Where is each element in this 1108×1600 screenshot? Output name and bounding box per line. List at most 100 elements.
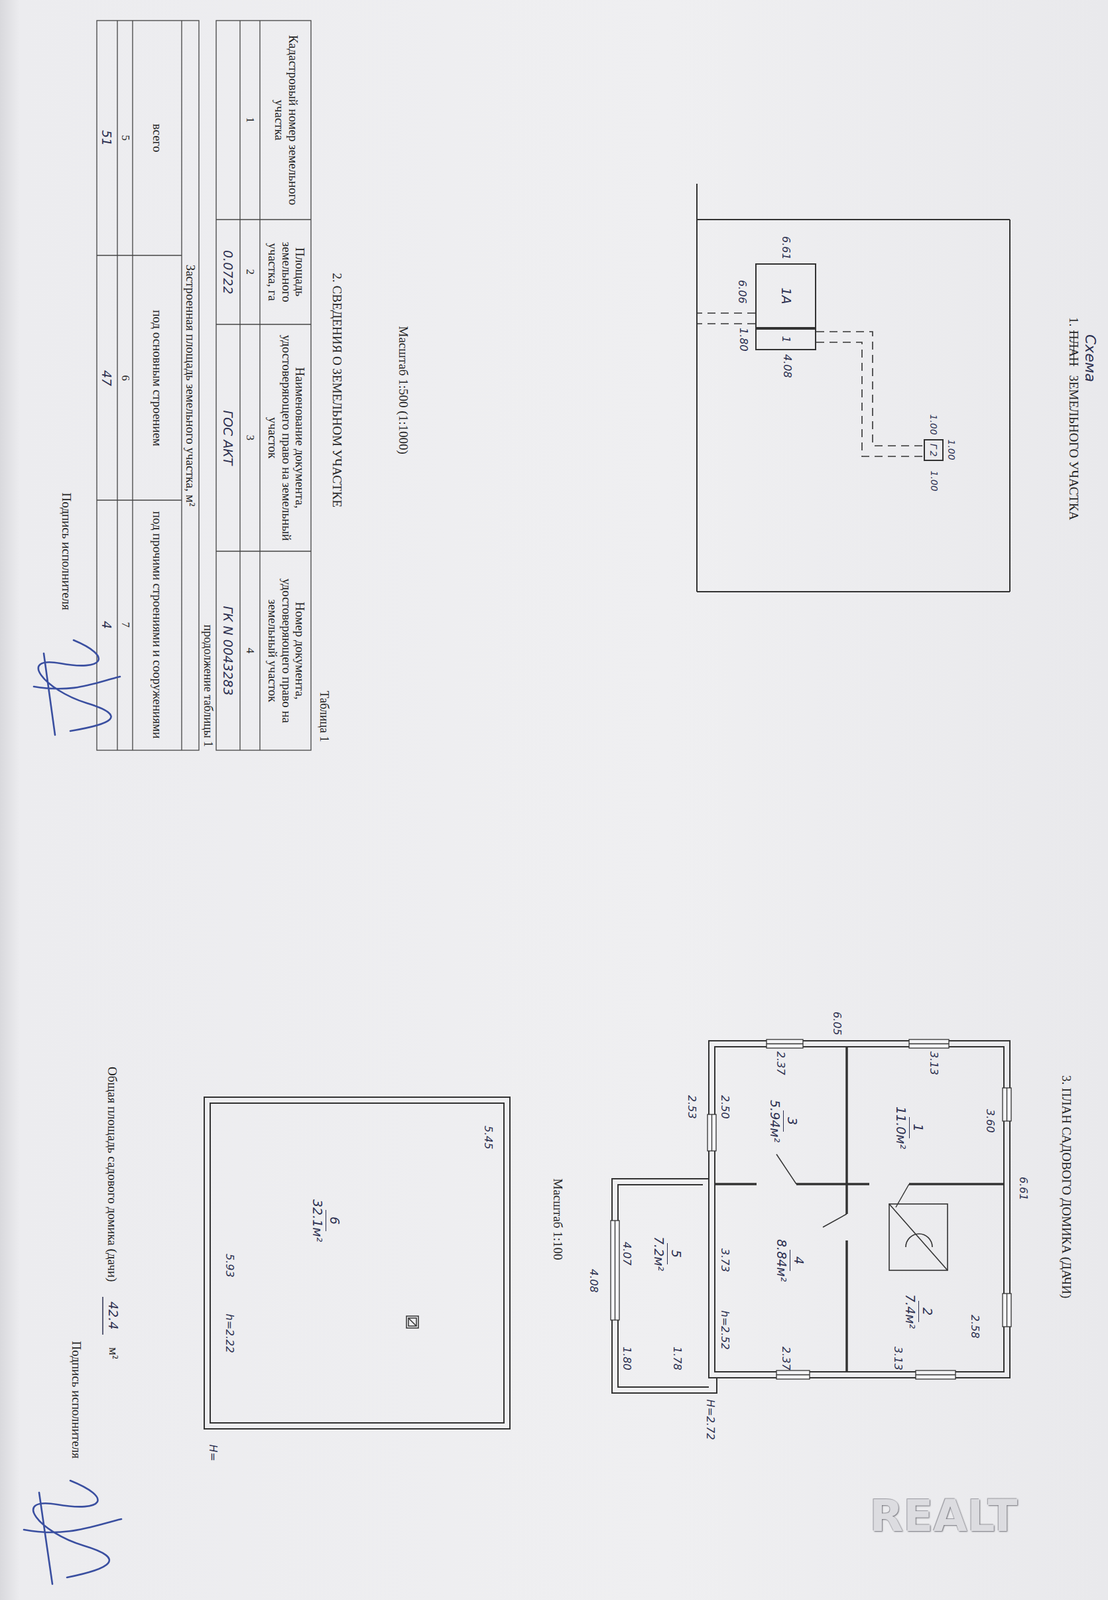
area-caption: Общая площадь садового домика (дачи) — [105, 1066, 120, 1282]
table-cell: всего — [150, 28, 165, 248]
section-title: 2. СВЕДЕНИЯ О ЗЕМЕЛЬНОМ УЧАСТКЕ — [330, 273, 345, 508]
room-number: 1 — [779, 335, 792, 343]
utility-lines — [696, 312, 924, 457]
table-cell: 2 — [244, 269, 257, 276]
watermark: REALT — [869, 1489, 1018, 1541]
site-annex: 1 — [755, 328, 817, 351]
table-cell: 4 — [100, 620, 115, 629]
dimension-label: 3.73 — [718, 1247, 731, 1272]
table-cell: ГОС АКТ — [221, 410, 236, 466]
signature — [23, 639, 122, 1584]
dimension-label: 1.80 — [620, 1346, 633, 1370]
height-label: h=2.22 — [223, 1313, 236, 1353]
dimension-label: 1.80 — [737, 327, 750, 352]
table-cell: Застроенная площадь земельного участка, … — [183, 53, 198, 717]
table-cell: Площадь земельного участка, га — [265, 223, 308, 321]
outbuilding: Г2 — [923, 438, 944, 461]
height-label: H= — [206, 1444, 219, 1461]
dimension-label: 4.08 — [781, 354, 794, 378]
table-cell: 7 — [119, 621, 132, 628]
room-number: 2 — [918, 1300, 935, 1322]
table-grid — [96, 20, 311, 750]
dimension-label: 3.60 — [984, 1108, 996, 1133]
table-cell: 5 — [119, 135, 132, 142]
value-underline — [102, 1296, 104, 1335]
dimension-label: 4.07 — [620, 1241, 633, 1266]
table-cell: Номер документа, удостоверяющего право н… — [265, 554, 308, 746]
room-number: 1 — [909, 1116, 926, 1138]
dimension-label: 6.61 — [1017, 1176, 1030, 1201]
handwritten-note: Схема — [1082, 334, 1099, 382]
dimension-label: 3.13 — [891, 1346, 904, 1370]
room-number: Г — [928, 443, 939, 449]
table-cell: 4 — [244, 647, 257, 654]
table-cell: 47 — [100, 369, 115, 386]
table-cell: 51 — [100, 129, 115, 146]
windows — [610, 1039, 1012, 1379]
table-cell: Наименование документа, удостоверяющего … — [265, 328, 308, 548]
dimension-label: 1.78 — [671, 1346, 683, 1370]
house-walls — [204, 1040, 1010, 1429]
dimension-label: 2.58 — [968, 1314, 981, 1339]
room-number: 5 — [667, 1242, 684, 1264]
section-title: 3. ПЛАН САДОВОГО ДОМИКА (ДАЧИ) — [1059, 1074, 1074, 1298]
room-number: 4 — [789, 1249, 807, 1271]
table-cell: под прочими строениями и сооружениями — [150, 508, 165, 741]
section-title: ЗЕМЕЛЬНОГО УЧАСТКА — [1066, 375, 1081, 521]
dimension-label: 6.05 — [830, 1011, 843, 1036]
dimension-label: 1.00 — [946, 439, 957, 461]
room-area: 5.94м² — [767, 1099, 782, 1142]
room-label: 48.84м² — [772, 1235, 808, 1284]
dimension-label: 1.00 — [928, 470, 939, 492]
table-title: Таблица 1 — [316, 690, 331, 742]
room-area: 32.1м² — [309, 1198, 325, 1242]
room-label: 632.1м² — [308, 1196, 344, 1244]
scale-note: Масштаб 1:100 — [551, 1178, 565, 1260]
height-label: H=2.72 — [704, 1399, 717, 1440]
partitions — [714, 1046, 1004, 1372]
height-label: h=2.52 — [718, 1310, 731, 1350]
plot-boundary — [696, 183, 1010, 592]
dimension-label: 3.13 — [927, 1050, 940, 1075]
room-area: 2 — [928, 450, 939, 457]
table-cell: ГК N 0043283 — [221, 606, 236, 696]
signature-caption: Подпись исполнителя — [59, 492, 74, 611]
scale-note: Масштаб 1:500 (1:1000) — [396, 326, 411, 455]
dimension-label: 5.45 — [482, 1125, 494, 1150]
table-note: продолжение таблицы 1 — [200, 624, 215, 748]
table-cell: 3 — [244, 434, 257, 441]
room-label: 111.0м² — [891, 1103, 927, 1152]
room-area: 8.84м² — [773, 1238, 789, 1282]
dimension-label: 2.37 — [779, 1346, 792, 1370]
dimension-label: 4.08 — [587, 1268, 600, 1293]
room-label: 27.4м² — [901, 1291, 937, 1331]
table-cell: 0.0722 — [221, 249, 236, 294]
table-cell: 6 — [119, 375, 132, 382]
room-label: 57.2м² — [649, 1233, 685, 1274]
dimension-label: 6.61 — [779, 236, 792, 260]
area-unit: м² — [106, 1346, 121, 1359]
signature-caption: Подпись исполнителя — [69, 1340, 84, 1459]
table-cell: под основным строением — [150, 265, 165, 491]
table-cell: 1 — [244, 117, 257, 124]
hatch-symbol — [406, 1315, 419, 1328]
dimension-label: 2.50 — [718, 1094, 731, 1119]
room-number: 1А — [778, 287, 794, 304]
struck-word: ПЛАН — [1066, 330, 1081, 367]
dimension-label: 6.06 — [736, 279, 748, 304]
dimension-label: 5.93 — [223, 1253, 236, 1278]
room-area: 11.0м² — [893, 1106, 908, 1149]
dimension-label: 1.00 — [928, 414, 939, 435]
room-number: 6 — [325, 1209, 343, 1231]
table-cell: Кадастровый номер земельного участка — [271, 25, 300, 215]
area-value: 42.4 — [106, 1300, 121, 1329]
room-area: 7.4м² — [902, 1293, 918, 1329]
room-area: 7.2м² — [651, 1235, 666, 1271]
room-number: 3 — [783, 1109, 800, 1132]
stove-symbol — [889, 1203, 948, 1270]
section-number: 1. — [1066, 316, 1081, 327]
dimension-label: 2.53 — [685, 1094, 698, 1119]
dimension-label: 2.37 — [774, 1050, 787, 1075]
